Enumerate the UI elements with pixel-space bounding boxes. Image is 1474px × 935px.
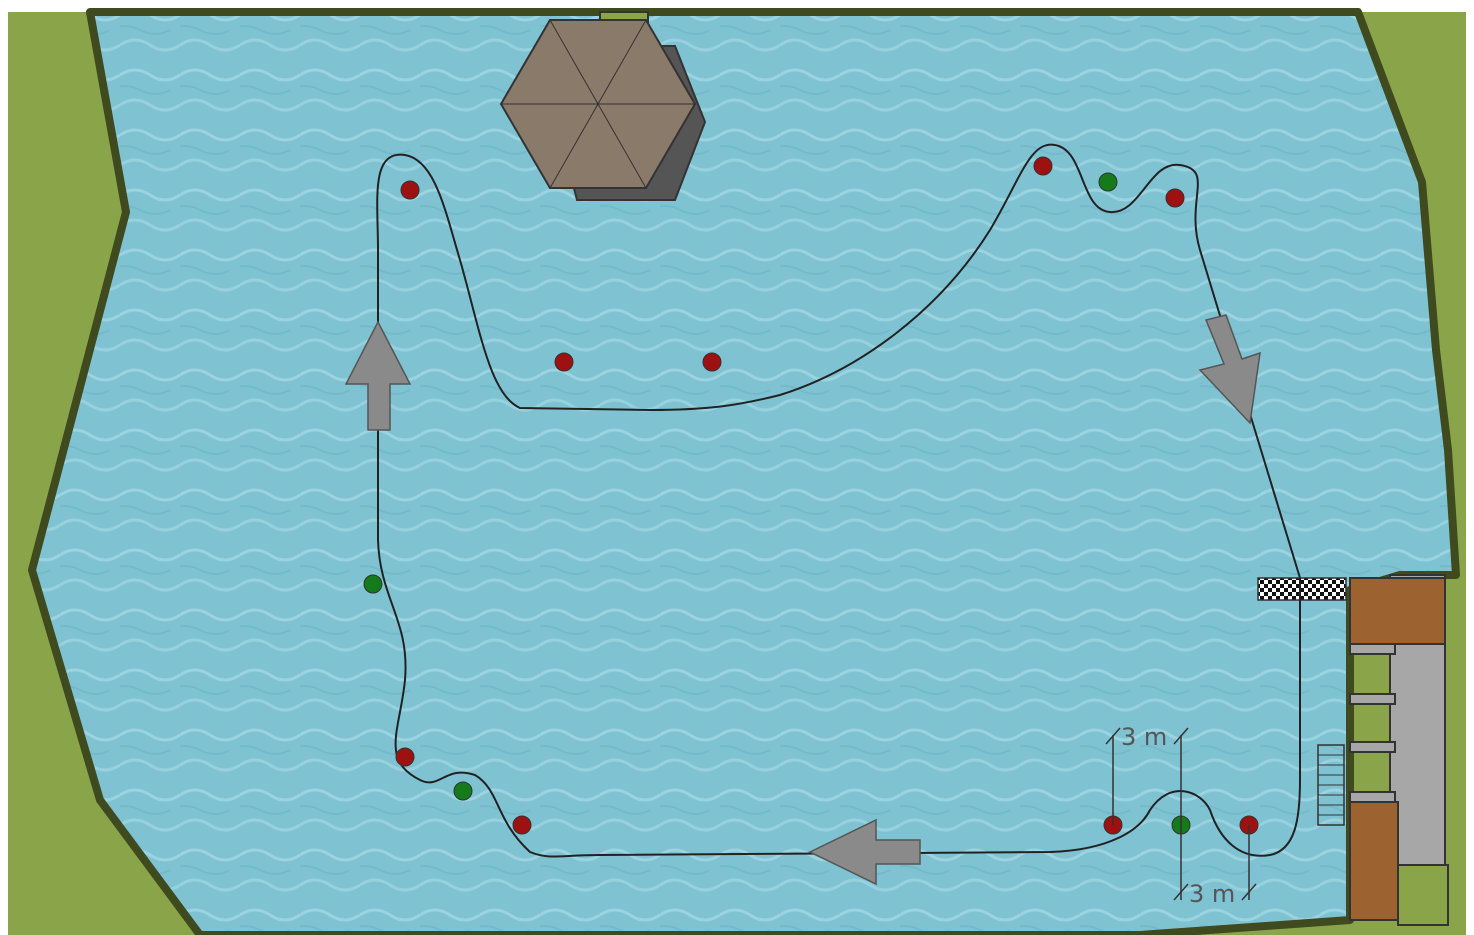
red-buoy: [401, 181, 419, 199]
red-buoy: [703, 353, 721, 371]
water-area: [32, 12, 1456, 935]
red-buoy: [1034, 157, 1052, 175]
green-buoy: [454, 782, 472, 800]
checkered-finish-icon: [1258, 578, 1346, 600]
red-buoy: [513, 816, 531, 834]
dimension-label-top: 3 m: [1121, 723, 1167, 751]
red-buoy: [1166, 189, 1184, 207]
red-buoy: [555, 353, 573, 371]
dimension-label-bottom: 3 m: [1189, 880, 1235, 908]
green-buoy: [1099, 173, 1117, 191]
green-buoy: [364, 575, 382, 593]
red-buoy: [396, 748, 414, 766]
